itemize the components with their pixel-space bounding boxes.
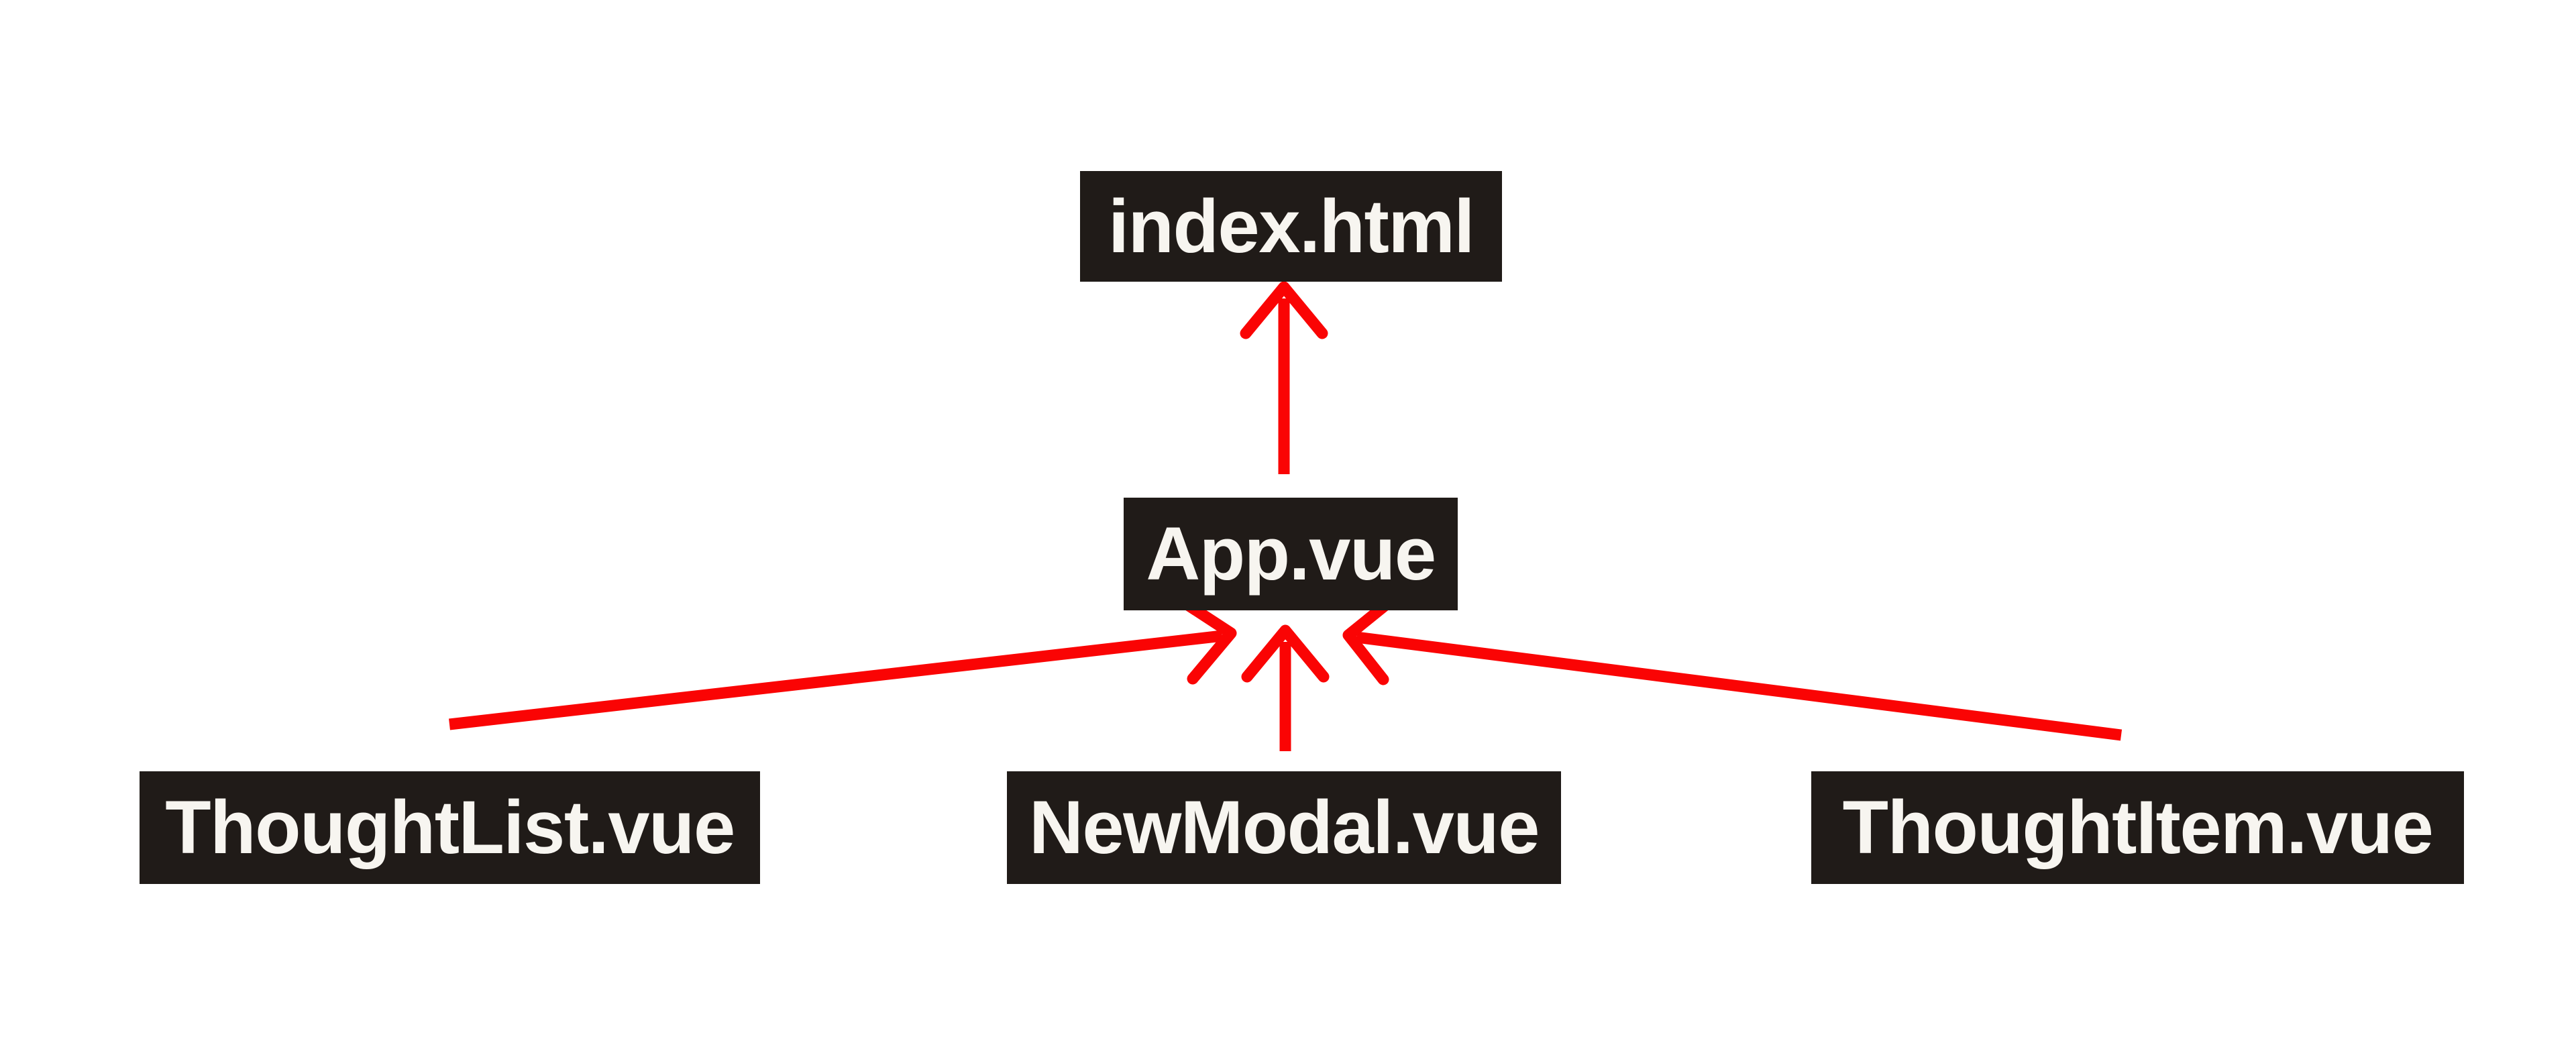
node-app-vue-label: App.vue [1146, 512, 1436, 596]
edge-thoughtitem-to-app-shaft [1355, 631, 2123, 741]
edge-newmodal-to-app [1241, 624, 1330, 751]
node-new-modal-vue: NewModal.vue [1007, 771, 1561, 884]
node-thought-list-vue-label: ThoughtList.vue [165, 785, 735, 869]
edge-newmodal-to-app-arrowhead [1241, 624, 1330, 683]
edge-thoughtlist-to-app-arrowhead [1175, 594, 1237, 685]
edge-thoughtlist-to-app [449, 594, 1237, 730]
edge-thoughtitem-to-app [1342, 592, 2123, 741]
edge-app-to-index [1240, 281, 1328, 474]
node-thought-item-vue: ThoughtItem.vue [1811, 771, 2464, 884]
edge-thoughtlist-to-app-shaft [449, 630, 1223, 730]
edge-app-to-index-arrowhead [1240, 281, 1328, 339]
node-index-html: index.html [1080, 171, 1502, 282]
node-thought-list-vue: ThoughtList.vue [140, 771, 760, 884]
node-app-vue: App.vue [1124, 498, 1458, 610]
node-thought-item-vue-label: ThoughtItem.vue [1842, 785, 2434, 869]
edge-thoughtitem-to-app-arrowhead [1342, 592, 1400, 685]
node-index-html-label: index.html [1108, 184, 1475, 268]
node-new-modal-vue-label: NewModal.vue [1029, 785, 1540, 869]
